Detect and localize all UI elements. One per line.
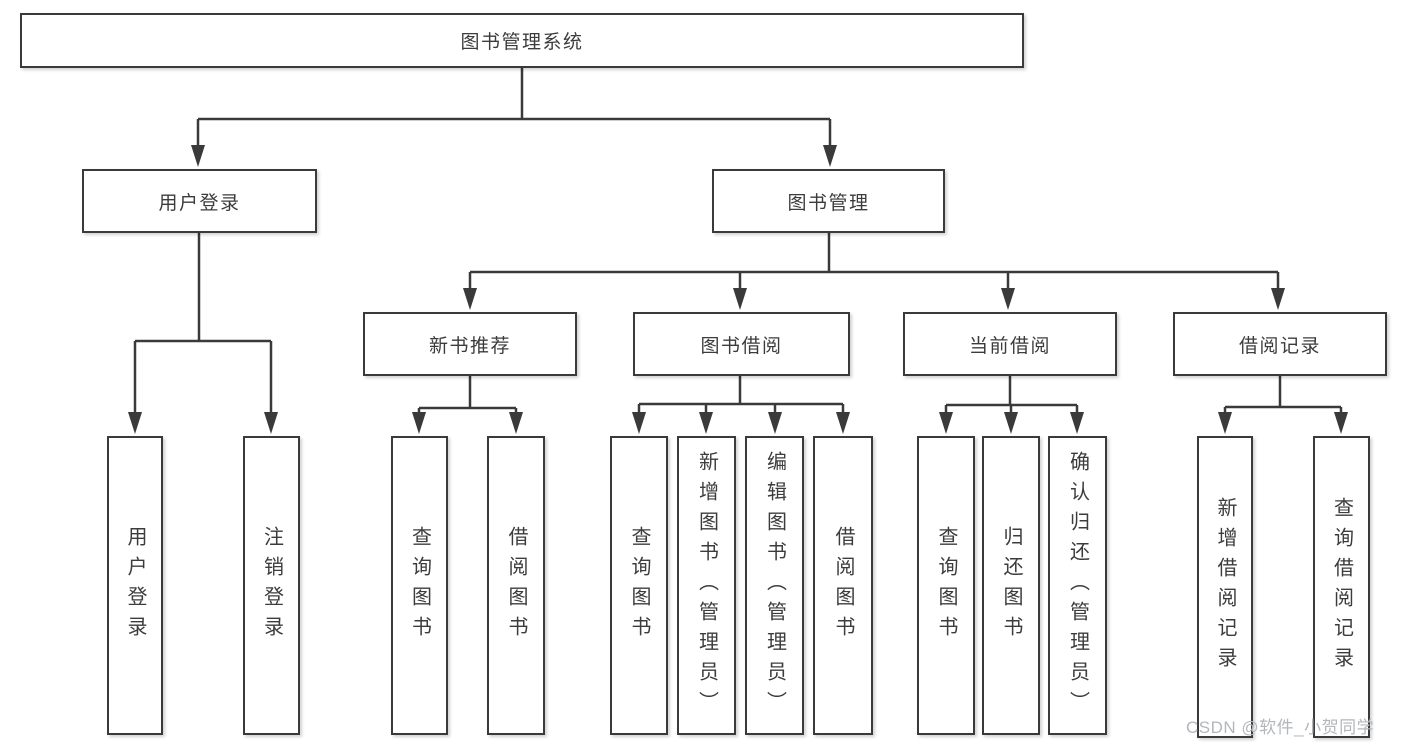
node-book-management: 图书管理 (712, 169, 945, 233)
leaf-edit-book-admin: 编辑图书（管理员） (745, 436, 804, 735)
leaf-add-borrow-record: 新增借阅记录 (1197, 436, 1253, 738)
node-current-borrow: 当前借阅 (903, 312, 1117, 376)
leaf-query-book-borrow: 查询图书 (610, 436, 668, 735)
leaf-borrow-book: 借阅图书 (813, 436, 873, 735)
leaf-query-borrow-record: 查询借阅记录 (1313, 436, 1370, 738)
node-borrow-records: 借阅记录 (1173, 312, 1387, 376)
arrowheads (128, 145, 1348, 434)
leaf-logout: 注销登录 (243, 436, 300, 735)
leaf-return-book: 归还图书 (982, 436, 1040, 735)
leaf-query-book-recommend: 查询图书 (391, 436, 448, 735)
leaf-confirm-return-admin: 确认归还（管理员） (1048, 436, 1107, 735)
leaf-borrow-book-recommend: 借阅图书 (487, 436, 545, 735)
csdn-watermark: CSDN @软件_小贺同学 (1186, 718, 1375, 737)
node-new-book-recommend: 新书推荐 (363, 312, 577, 376)
leaf-query-book-current: 查询图书 (917, 436, 975, 735)
node-book-borrow: 图书借阅 (633, 312, 850, 376)
leaf-add-book-admin: 新增图书（管理员） (677, 436, 736, 735)
leaf-user-login: 用户登录 (107, 436, 163, 735)
node-root: 图书管理系统 (20, 13, 1024, 68)
node-user-login-group: 用户登录 (82, 169, 317, 233)
